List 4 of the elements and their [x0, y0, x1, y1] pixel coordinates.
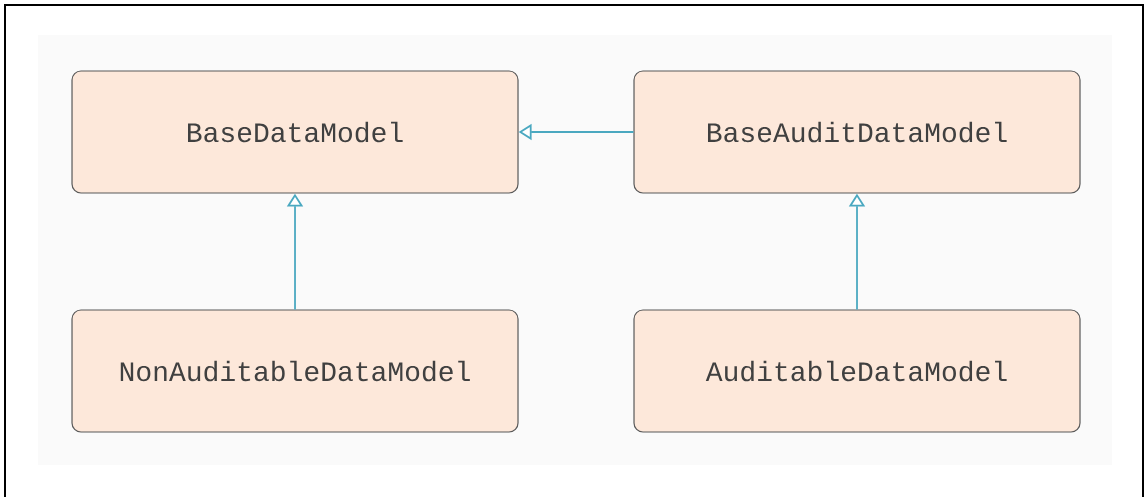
class-box: AuditableDataModel: [633, 309, 1081, 433]
class-box: NonAuditableDataModel: [71, 309, 519, 433]
class-box: BaseDataModel: [71, 70, 519, 194]
class-box: BaseAuditDataModel: [633, 70, 1081, 194]
